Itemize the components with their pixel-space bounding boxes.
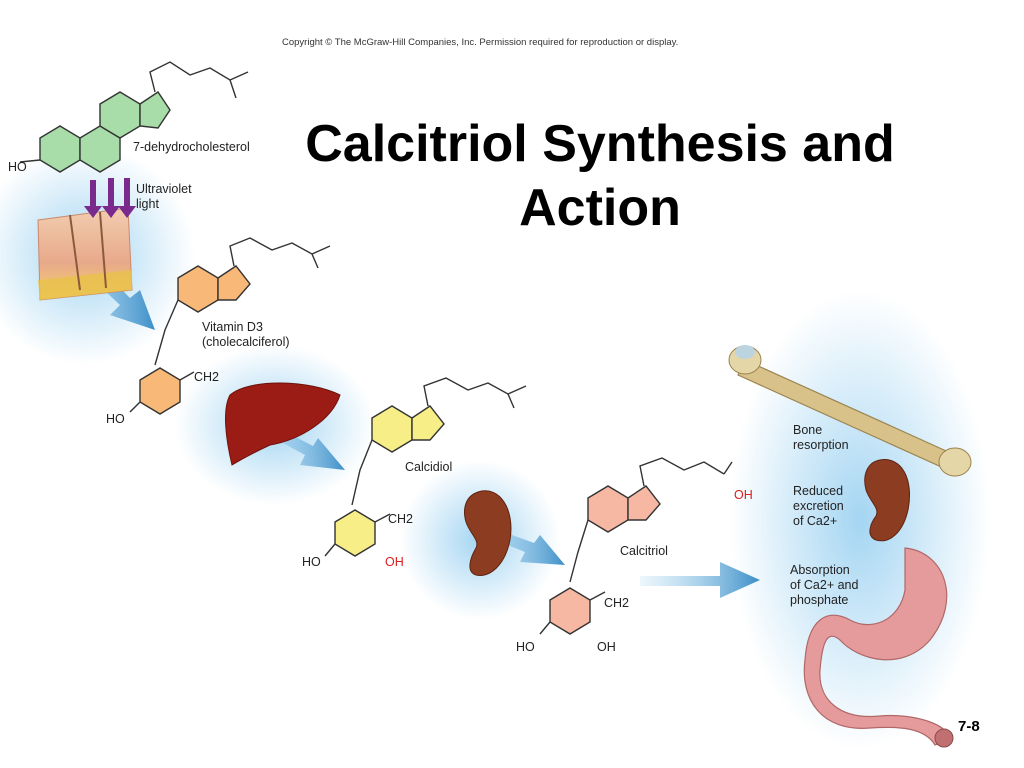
bone-illustration	[728, 345, 972, 477]
label-bone-1: Bone	[793, 423, 823, 437]
oh-label-calcidiol: OH	[385, 555, 404, 569]
glow-organs	[730, 290, 990, 750]
ch2-label-calcidiol: CH2	[388, 512, 414, 526]
label-kidney-1: Reduced	[793, 484, 844, 498]
molecule-vitamin-d3	[129, 237, 331, 415]
label-bone-2: resorption	[793, 438, 849, 452]
label-vitamin-d3-2: (cholecalciferol)	[202, 335, 290, 349]
title-line-2: Action	[519, 179, 681, 237]
title-line-1: Calcitriol Synthesis and	[305, 115, 895, 173]
slide-title: Calcitriol Synthesis and Action	[240, 112, 960, 240]
copyright-notice: Copyright © The McGraw-Hill Companies, I…	[282, 37, 679, 48]
label-7-dehydrocholesterol: 7-dehydrocholesterol	[133, 140, 250, 154]
molecule-calcidiol	[324, 377, 527, 557]
label-calcitriol: Calcitriol	[620, 544, 668, 558]
slide-number: 7-8	[958, 718, 980, 735]
stomach-illustration	[803, 547, 954, 748]
label-vitamin-d3-1: Vitamin D3	[202, 320, 263, 334]
ho-label-vitd3: HO	[106, 412, 125, 426]
ch2-label-vitd3: CH2	[194, 370, 220, 384]
oh-label-calcitriol: OH	[597, 640, 616, 654]
ch2-label-calcitriol: CH2	[604, 596, 630, 610]
label-intestine-3: phosphate	[790, 593, 849, 607]
oh-side-label-calcitriol: OH	[734, 488, 753, 502]
label-kidney-3: of Ca2+	[793, 514, 838, 528]
uv-light-arrows	[84, 178, 136, 218]
label-calcidiol: Calcidiol	[405, 460, 453, 474]
liver-illustration	[225, 382, 341, 466]
ho-label-calcitriol: HO	[516, 640, 535, 654]
ho-label-7dhc: HO	[8, 160, 27, 174]
kidney-illustration	[464, 490, 512, 576]
label-uv-light-2: light	[136, 197, 159, 211]
molecule-calcitriol	[539, 457, 733, 635]
ho-label-calcidiol: HO	[302, 555, 321, 569]
arrow-calcitriol-to-targets	[640, 562, 760, 598]
skin-illustration	[37, 207, 133, 301]
label-uv-light-1: Ultraviolet	[136, 182, 192, 196]
label-intestine-1: Absorption	[790, 563, 850, 577]
kidney-target-illustration	[864, 459, 910, 542]
label-kidney-2: excretion	[793, 499, 844, 513]
label-intestine-2: of Ca2+ and	[790, 578, 859, 592]
molecule-7-dehydrocholesterol	[19, 61, 249, 173]
